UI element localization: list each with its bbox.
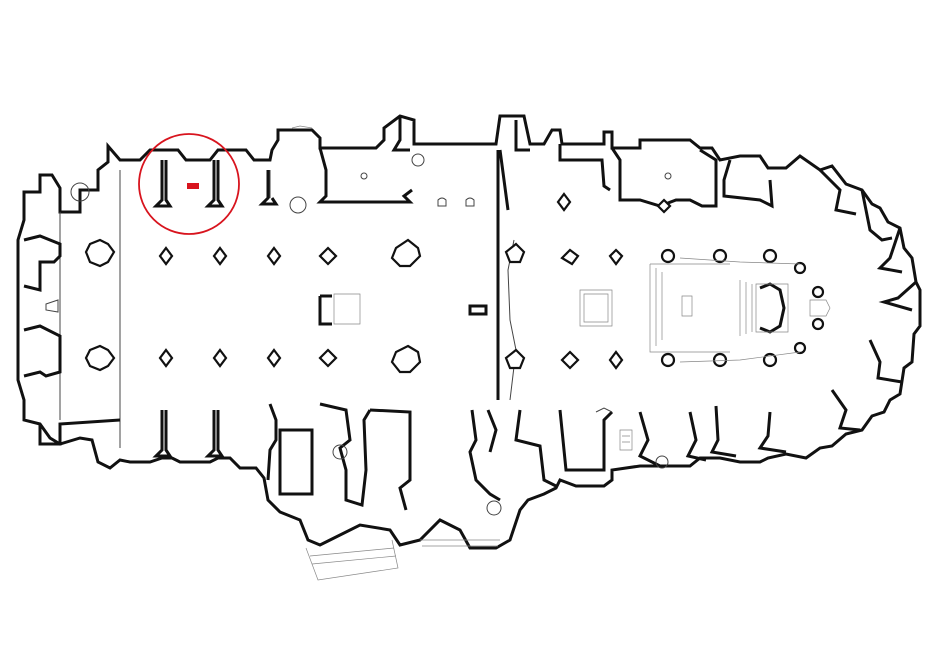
highlight-marker (138, 133, 240, 235)
north-buttresses (70, 116, 917, 312)
highlight-location-marker (187, 183, 199, 189)
south-chapels (38, 339, 903, 581)
highlight-circle (138, 133, 240, 235)
choir-fittings (318, 257, 831, 363)
nave-piers (84, 172, 825, 374)
west-front (23, 234, 62, 378)
